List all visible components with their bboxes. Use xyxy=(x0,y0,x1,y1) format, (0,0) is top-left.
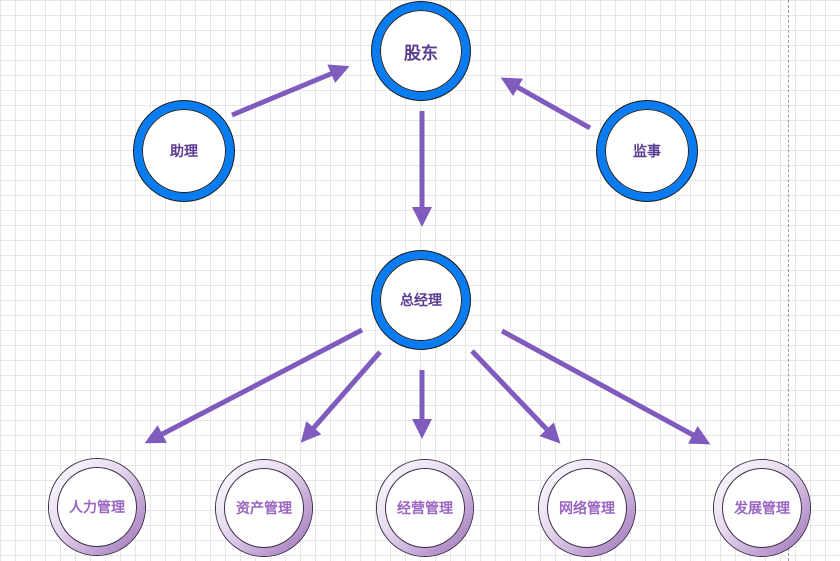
node-hr-label: 人力管理 xyxy=(69,500,125,516)
node-network[interactable]: 网络管理 xyxy=(539,460,635,556)
arrow-gm-to-assets xyxy=(300,350,382,443)
arrow-gm-to-network xyxy=(470,349,561,444)
node-general-manager[interactable]: 总经理 xyxy=(372,251,470,349)
node-shareholder[interactable]: 股东 xyxy=(372,2,470,100)
node-supervisor-label: 监事 xyxy=(633,144,661,160)
node-general-manager-label: 总经理 xyxy=(400,293,442,309)
arrow-supervisor-to-shareholder xyxy=(500,77,592,131)
arrow-gm-to-hr xyxy=(144,327,364,444)
node-network-label: 网络管理 xyxy=(559,501,615,517)
node-assets[interactable]: 资产管理 xyxy=(216,460,312,556)
page-boundary-guide xyxy=(788,0,789,561)
arrow-assistant-to-shareholder xyxy=(231,64,350,118)
node-supervisor[interactable]: 监事 xyxy=(597,101,697,201)
node-hr[interactable]: 人力管理 xyxy=(49,459,145,555)
node-assets-label: 资产管理 xyxy=(236,501,292,517)
node-operations-label: 经营管理 xyxy=(397,501,453,517)
node-operations[interactable]: 经营管理 xyxy=(377,460,473,556)
node-assistant[interactable]: 助理 xyxy=(134,101,234,201)
node-development-label: 发展管理 xyxy=(734,501,790,517)
node-assistant-label: 助理 xyxy=(170,144,198,160)
node-development[interactable]: 发展管理 xyxy=(714,460,810,556)
arrow-gm-to-development xyxy=(500,328,711,445)
node-shareholder-label: 股东 xyxy=(404,43,438,64)
